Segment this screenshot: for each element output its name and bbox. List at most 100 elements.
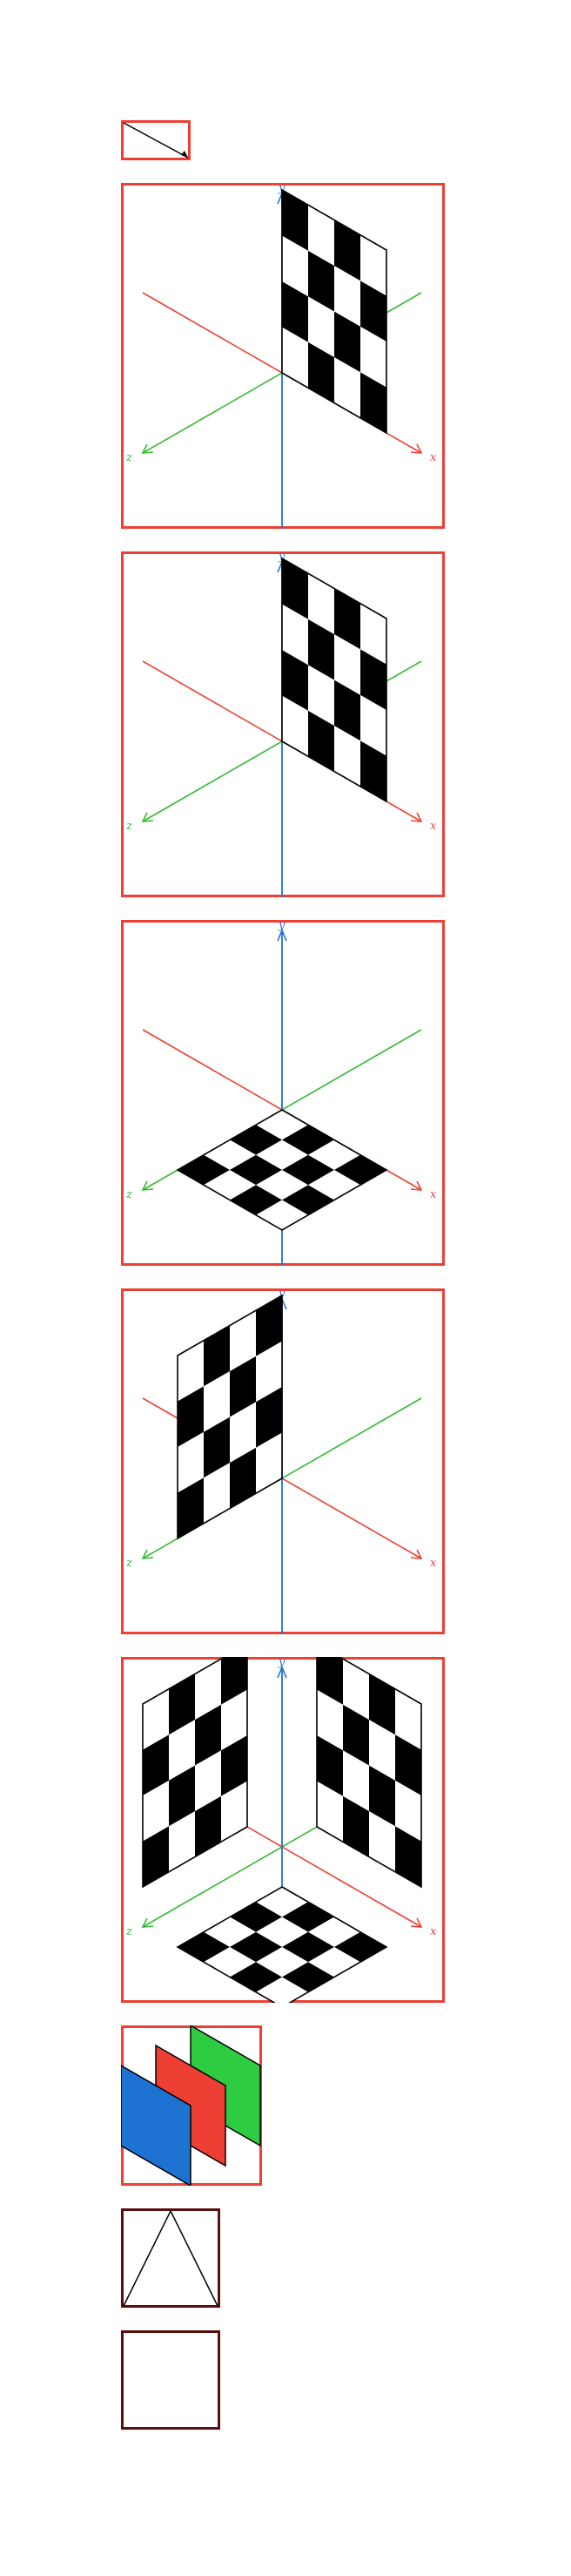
checker-cell-light	[169, 1811, 195, 1872]
checker-cell-light	[308, 573, 334, 634]
checker-border	[177, 1294, 283, 1540]
checker-cell-dark	[195, 1795, 221, 1857]
checker-cell-dark	[395, 1734, 421, 1795]
checkerboard-xy	[281, 557, 387, 803]
z-axis-arrow	[141, 1917, 154, 1928]
checker-cell-light	[230, 1402, 256, 1463]
x-axis-label: x	[430, 451, 437, 464]
checker-cell-light	[256, 1341, 282, 1403]
checker-cell-dark	[334, 220, 360, 281]
checker-cell-dark	[369, 1673, 395, 1735]
checker-cell-dark	[360, 372, 386, 433]
x-axis-label: x	[430, 1925, 437, 1938]
checker-cell-light	[282, 327, 308, 389]
checker-cell-light	[360, 234, 386, 296]
checkerboard-xy	[316, 1657, 422, 1889]
checker-cell-dark	[334, 311, 360, 373]
checker-cell-light	[221, 1689, 247, 1751]
checker-border	[176, 1109, 388, 1231]
checker-cell-dark	[256, 1387, 282, 1448]
checker-cell-light	[360, 603, 386, 665]
checker-cell-dark	[178, 1386, 204, 1447]
checker-cell-light	[230, 1310, 256, 1371]
checker-cell-light	[395, 1688, 421, 1750]
checker-cell-dark	[282, 190, 308, 251]
y-axis-label: y	[278, 1657, 286, 1669]
checker-cell-dark	[256, 1295, 282, 1356]
x-axis-label: x	[430, 820, 437, 833]
y-axis-arrow	[277, 928, 287, 942]
checker-cell-light	[195, 1750, 221, 1811]
checker-cell-dark	[282, 558, 308, 619]
checker-cell-light	[282, 695, 308, 757]
checker-cell-dark	[360, 740, 386, 801]
checker-cell-dark	[178, 1477, 204, 1538]
empty-box-icon	[121, 2330, 220, 2430]
checker-cell-light	[143, 1688, 169, 1750]
z-axis-arrow	[141, 1180, 154, 1191]
checker-cell-light	[178, 1340, 204, 1402]
checker-cell-dark	[334, 588, 360, 650]
checker-cell-light	[256, 1977, 308, 2003]
checker-cell-dark	[221, 1735, 247, 1796]
checker-cell-light	[395, 1780, 421, 1842]
checker-cell-light	[204, 1463, 230, 1524]
checker-cell-light	[334, 726, 360, 787]
checker-cell-light	[343, 1750, 369, 1811]
blue-plane	[121, 2065, 191, 2186]
checker-cell-light	[334, 634, 360, 695]
x-axis-label: x	[430, 1188, 437, 1201]
panel-frame	[121, 1288, 445, 1634]
checker-cell-light	[178, 1431, 204, 1493]
checker-cell-light	[143, 1780, 169, 1842]
checkerboard-xy	[281, 188, 387, 435]
checkerboard-zy	[177, 1294, 283, 1540]
z-axis-arrow	[141, 812, 154, 822]
checker-cell-dark	[360, 649, 386, 710]
x-axis-arrow	[410, 443, 423, 454]
checkerboard-xz	[176, 1886, 388, 2003]
z-axis-label: z	[125, 820, 132, 833]
axis-panel-5: x y z	[121, 1657, 445, 2003]
checker-border	[281, 188, 387, 435]
checker-cell-light	[334, 357, 360, 418]
checker-cell-light	[195, 1659, 221, 1720]
checker-cell-dark	[308, 250, 334, 312]
checker-cell-dark	[282, 650, 308, 711]
checker-cell-dark	[143, 1826, 169, 1887]
checker-cell-dark	[343, 1795, 369, 1857]
checker-cell-light	[317, 1689, 343, 1751]
checker-cell-dark	[317, 1657, 343, 1705]
x-axis-label: x	[430, 1557, 437, 1570]
z-axis-arrow	[141, 443, 154, 454]
checker-cell-light	[308, 665, 334, 726]
x-axis-arrow	[410, 1549, 423, 1559]
checker-border	[142, 1657, 248, 1889]
checker-cell-light	[282, 604, 308, 666]
checker-cell-dark	[308, 341, 334, 403]
z-axis-label: z	[125, 1925, 132, 1938]
checker-cell-light	[343, 1659, 369, 1720]
checker-cell-dark	[369, 1765, 395, 1827]
checker-cell-light	[317, 1781, 343, 1842]
checker-cell-dark	[334, 679, 360, 741]
checkerboard-xz	[176, 1109, 388, 1231]
checker-cell-light	[282, 235, 308, 297]
checker-cell-dark	[308, 710, 334, 772]
x-axis-arrow	[410, 1180, 423, 1191]
y-axis-arrow	[277, 1665, 287, 1679]
triangle-box-icon	[121, 2208, 220, 2308]
checker-cell-light	[308, 205, 334, 266]
checker-cell-dark	[343, 1704, 369, 1766]
stacked-planes-icon	[121, 2025, 262, 2186]
z-axis-label: z	[125, 451, 132, 464]
checker-cell-light	[204, 1371, 230, 1432]
checker-cell-dark	[308, 619, 334, 680]
checker-cell-light	[221, 1781, 247, 1842]
y-axis-label: y	[278, 920, 286, 932]
checker-cell-dark	[395, 1826, 421, 1887]
checker-cell-dark	[204, 1325, 230, 1387]
